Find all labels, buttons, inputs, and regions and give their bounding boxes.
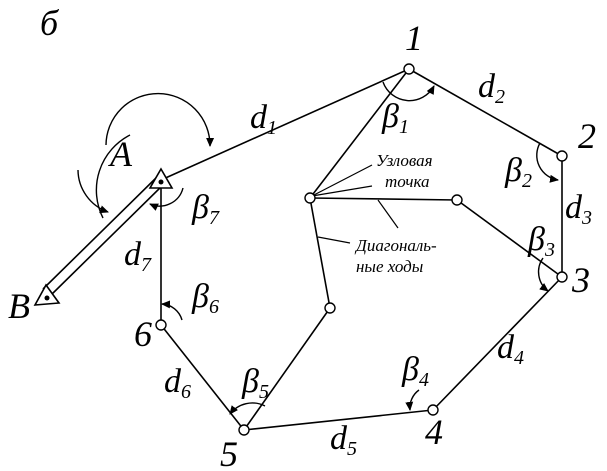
- label-side-d2: d2: [478, 68, 505, 108]
- label-point-2: 2: [578, 116, 596, 156]
- label-angle-b7: β7: [191, 189, 220, 229]
- label-point-4: 4: [425, 412, 443, 452]
- junction-node: [304, 192, 316, 204]
- label-side-d6: d6: [164, 363, 191, 403]
- label-point-1: 1: [405, 18, 423, 58]
- label-angle-b6: β6: [191, 278, 219, 318]
- label-angle-b2: β2: [504, 152, 532, 192]
- side-d5: [243, 409, 434, 431]
- label-point-6: 6: [134, 314, 152, 354]
- node-1: [403, 63, 415, 75]
- label-point-3: 3: [571, 260, 590, 300]
- base-line-a-b: [42, 175, 166, 297]
- label-side-d5: d5: [330, 420, 357, 460]
- angle-arc-b5: [229, 402, 266, 415]
- node-5: [238, 424, 250, 436]
- annotation-junction-line2: точка: [385, 172, 429, 191]
- label-angle-b4: β4: [401, 351, 429, 391]
- angle-arc-a-left: [77, 169, 109, 214]
- panel-letter: б: [40, 3, 60, 43]
- annotation-junction-line1: Узловая: [376, 151, 433, 170]
- node-2: [556, 150, 568, 162]
- angle-arc-b7: [149, 187, 184, 211]
- label-point-b: B: [8, 286, 30, 326]
- node-4: [427, 404, 439, 416]
- label-side-d4: d4: [497, 329, 524, 369]
- node-3: [556, 271, 568, 283]
- label-point-a: A: [108, 134, 133, 174]
- angle-arc-a-top: [105, 92, 215, 147]
- diagonal-traverses: [243, 68, 563, 431]
- side-d4: [432, 276, 563, 411]
- angle-arcs: [77, 81, 559, 415]
- traverse-nodes: [155, 63, 568, 436]
- label-angle-b5: β5: [241, 363, 269, 403]
- angle-arc-b1: [382, 81, 435, 102]
- angle-arc-b4: [405, 389, 420, 411]
- label-angle-b3: β3: [527, 221, 555, 261]
- label-angle-b1: β1: [381, 98, 409, 138]
- annotation-leaders: [311, 164, 399, 244]
- label-side-d7: d7: [124, 236, 152, 276]
- diagonal-node-2: [324, 302, 336, 314]
- angle-arc-b3: [537, 257, 549, 292]
- label-point-5: 5: [220, 434, 238, 471]
- angle-arc-b6: [161, 300, 183, 321]
- label-side-d1: d1: [250, 99, 277, 139]
- annotation-diagonal-line1: Диагональ-: [354, 236, 437, 255]
- diagonal-node-1: [451, 194, 463, 206]
- annotation-diagonal-line2: ные ходы: [356, 257, 423, 276]
- control-point-b: [33, 283, 61, 306]
- node-6: [155, 319, 167, 331]
- angle-arc-b2: [536, 142, 559, 183]
- side-d1: [160, 68, 410, 181]
- label-side-d3: d3: [565, 189, 592, 229]
- control-point-a: [148, 167, 174, 189]
- side-d2: [408, 68, 563, 157]
